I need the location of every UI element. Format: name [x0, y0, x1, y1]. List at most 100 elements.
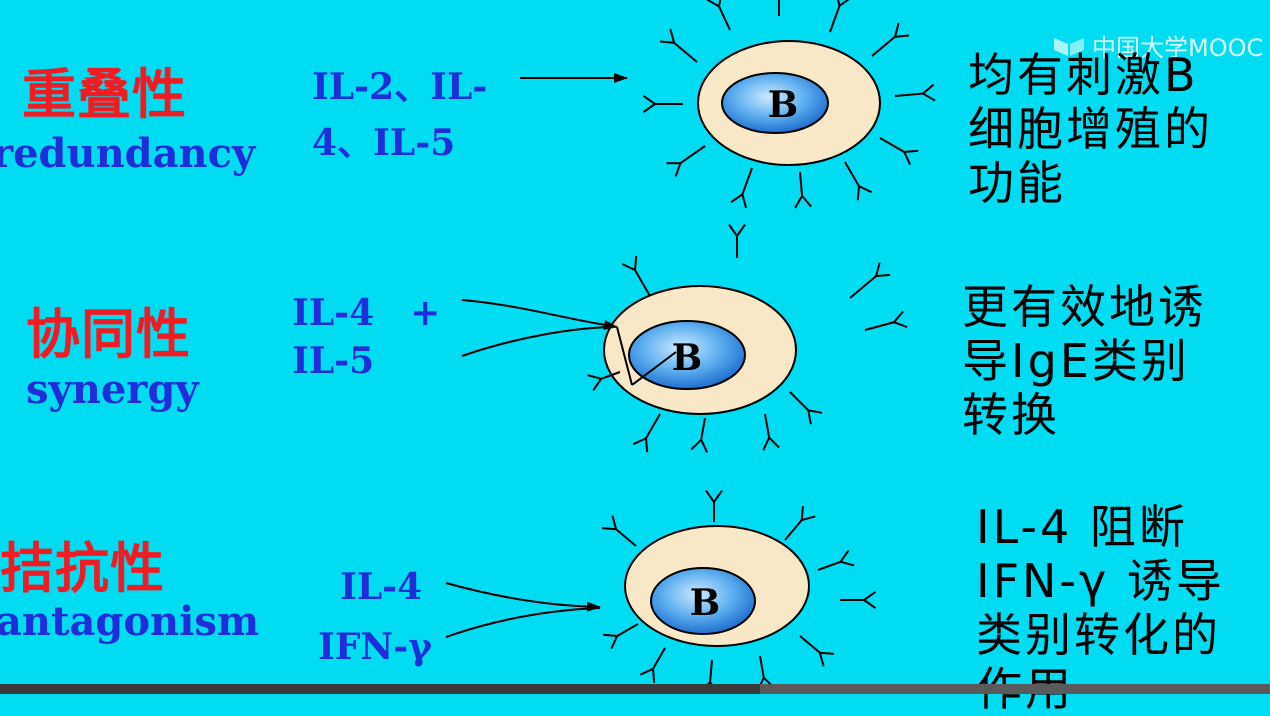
receptor-arm: [840, 560, 855, 567]
receptor-arm: [801, 515, 816, 522]
cytokine-receptors: [587, 0, 936, 694]
receptor-stem: [789, 391, 810, 412]
receptor-arm: [839, 0, 850, 7]
receptor-stem: [844, 161, 860, 187]
receptor-arm: [621, 263, 636, 271]
b-cell-label: B: [690, 582, 720, 624]
arrow-synergy-diagonal: [631, 351, 677, 386]
receptor-arm: [839, 549, 850, 563]
title-antagonism-en: antagonism: [0, 598, 260, 645]
receptor-arm: [818, 652, 825, 667]
receptor-arm: [858, 185, 873, 194]
arrow-synergy-upper: [461, 299, 618, 330]
receptor-arm: [875, 262, 881, 277]
receptor-arm: [603, 633, 618, 637]
receptor-stem: [849, 275, 877, 299]
receptor-stem: [615, 528, 637, 547]
receptor-stem: [764, 413, 771, 438]
receptor-arm: [610, 635, 619, 650]
desc-line: 导IgE类别: [962, 334, 1190, 388]
receptor-arm: [592, 378, 603, 391]
cytokine-diagram: B B B: [445, 0, 936, 694]
arrow-synergy-inner: [616, 326, 633, 386]
receptor-arm: [863, 591, 877, 601]
receptor-arm: [741, 194, 748, 209]
b-cell-nucleus: [628, 320, 746, 390]
receptor-arm: [736, 223, 746, 237]
b-cell-label: B: [672, 337, 702, 379]
receptor-stem: [645, 413, 661, 439]
desc-line: 功能: [968, 156, 1066, 210]
receptor-arm: [807, 410, 812, 425]
label-il4-plus: IL-4 +: [292, 292, 441, 334]
receptor-stem: [616, 623, 639, 637]
desc-line: 更有效地诱: [962, 280, 1207, 334]
receptor-arm: [632, 437, 647, 446]
receptor-arm: [768, 436, 780, 449]
b-cell-nucleus: [721, 72, 829, 134]
title-synergy-cn: 协同性: [26, 303, 191, 366]
receptor-stem: [652, 647, 666, 670]
desc-line: IFN-γ 诱导: [976, 554, 1225, 608]
receptor-arm: [642, 103, 656, 113]
watermark-text: 中国大学MOOC: [1092, 34, 1264, 62]
receptor-stem: [679, 145, 706, 165]
receptor-stem: [741, 167, 753, 195]
label-il5: 4、IL-5: [312, 122, 456, 164]
receptor-arm: [837, 0, 841, 6]
receptor-arm: [728, 223, 738, 237]
receptor-arm: [904, 149, 919, 153]
receptor-arm: [705, 489, 715, 503]
receptor-arm: [875, 273, 891, 278]
receptor-arm: [922, 92, 936, 102]
receptor-arm: [794, 195, 803, 209]
receptor-arm: [718, 0, 722, 7]
receptor-stem: [829, 5, 841, 33]
desc-line: 均有刺激B: [968, 48, 1199, 102]
desc-redundancy: 均有刺激B 细胞增殖的 功能: [968, 48, 1213, 210]
receptor-arm: [863, 599, 877, 609]
arrow-antagonism-lower: [445, 607, 601, 638]
receptor-arm: [700, 439, 709, 453]
receptor-stem: [600, 371, 621, 380]
video-progress-bar[interactable]: [0, 684, 1270, 694]
desc-synergy: 更有效地诱 导IgE类别 转换: [962, 280, 1207, 442]
receptor-stem: [894, 92, 923, 97]
receptor-arm: [762, 437, 771, 451]
label-il4-antagonism: IL-4: [340, 566, 423, 608]
receptor-stem: [673, 41, 698, 63]
receptor-stem: [634, 269, 651, 297]
label-il2-il4: IL-2、IL-: [312, 66, 488, 108]
receptor-arm: [652, 668, 656, 683]
b-cell-nucleus: [650, 567, 756, 635]
receptor-stem: [799, 171, 804, 196]
title-antagonism-cn: 拮抗性: [0, 537, 165, 600]
receptor-arm: [634, 255, 638, 271]
receptor-arm: [800, 506, 804, 521]
receptor-stem: [718, 6, 731, 31]
b-cell-synergy: B: [603, 285, 797, 415]
label-il5-synergy: IL-5: [292, 340, 375, 382]
desc-line: IL-4 阻断: [976, 500, 1188, 554]
receptor-stem: [864, 321, 895, 331]
receptor-arm: [674, 162, 682, 177]
label-ifn-gamma: IFN-γ: [318, 626, 433, 668]
receptor-arm: [894, 34, 910, 38]
mooc-logo-icon: [1052, 34, 1088, 64]
receptor-stem: [817, 560, 841, 571]
receptor-arm: [922, 83, 935, 95]
receptor-arm: [808, 409, 823, 414]
receptor-arm: [856, 186, 860, 201]
receptor-stem: [799, 635, 821, 654]
receptor-arm: [894, 22, 900, 37]
video-progress-fill: [0, 684, 760, 694]
receptor-arm: [642, 95, 656, 105]
title-redundancy-cn: 重叠性: [22, 63, 187, 126]
arrow-antagonism-upper: [445, 582, 601, 612]
arrow-synergy-lower: [461, 326, 613, 357]
desc-line: 类别转化的: [976, 608, 1221, 662]
receptor-arm: [713, 489, 723, 503]
receptor-stem: [700, 417, 706, 440]
receptor-arm: [706, 0, 720, 8]
receptor-arm: [801, 195, 812, 208]
